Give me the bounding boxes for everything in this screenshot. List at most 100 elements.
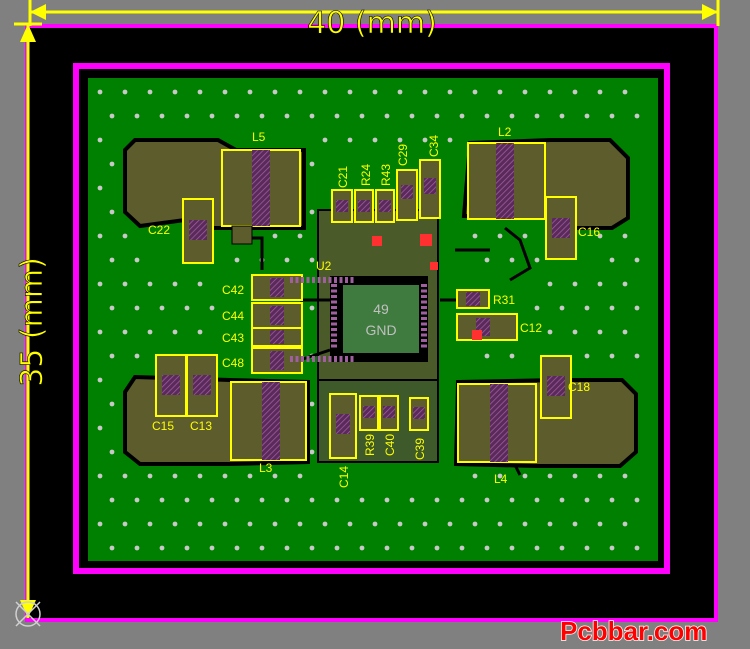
via bbox=[259, 113, 265, 119]
via bbox=[159, 497, 165, 503]
via bbox=[322, 137, 328, 143]
via bbox=[147, 281, 153, 287]
via bbox=[147, 521, 153, 527]
via bbox=[559, 305, 565, 311]
via bbox=[584, 497, 590, 503]
via bbox=[134, 497, 140, 503]
label-R31: R31 bbox=[493, 293, 515, 307]
ic-pin bbox=[312, 356, 315, 362]
via bbox=[197, 89, 203, 95]
via bbox=[409, 545, 415, 551]
ic-pin bbox=[331, 339, 337, 342]
ic-pin bbox=[421, 344, 427, 348]
part-C42 bbox=[251, 274, 303, 301]
ic-pin bbox=[290, 356, 293, 362]
via bbox=[97, 377, 103, 383]
via bbox=[609, 257, 615, 263]
via bbox=[109, 353, 115, 359]
via bbox=[384, 497, 390, 503]
via bbox=[434, 497, 440, 503]
ic-pin bbox=[295, 356, 299, 362]
via bbox=[609, 545, 615, 551]
via bbox=[534, 545, 540, 551]
via bbox=[447, 137, 453, 143]
part-C21 bbox=[331, 189, 353, 223]
label-C21: C21 bbox=[336, 166, 350, 188]
via bbox=[622, 89, 628, 95]
inductor-L3 bbox=[230, 381, 307, 461]
via bbox=[109, 161, 115, 167]
via bbox=[459, 113, 465, 119]
via bbox=[222, 473, 228, 479]
via bbox=[97, 473, 103, 479]
via bbox=[534, 113, 540, 119]
via bbox=[384, 545, 390, 551]
part-R39 bbox=[359, 395, 379, 431]
via bbox=[97, 89, 103, 95]
via bbox=[559, 113, 565, 119]
ic-pin bbox=[334, 277, 337, 283]
via bbox=[122, 473, 128, 479]
via bbox=[97, 521, 103, 527]
via bbox=[197, 473, 203, 479]
ic-pin bbox=[323, 277, 326, 283]
via bbox=[247, 89, 253, 95]
watermark: Pcbbar.com bbox=[560, 616, 707, 645]
via bbox=[222, 89, 228, 95]
via bbox=[497, 89, 503, 95]
part-C12 bbox=[456, 313, 518, 341]
via bbox=[534, 257, 540, 263]
via bbox=[509, 257, 515, 263]
via bbox=[597, 89, 603, 95]
label-C48: C48 bbox=[222, 356, 244, 370]
ic-pin bbox=[339, 356, 343, 362]
label-C15: C15 bbox=[152, 419, 174, 433]
via bbox=[497, 473, 503, 479]
via bbox=[134, 257, 140, 263]
ic-pin bbox=[328, 356, 332, 362]
via bbox=[297, 89, 303, 95]
ic-pin bbox=[331, 333, 337, 337]
ic-pin bbox=[421, 317, 427, 320]
ic-pad-number: 49 bbox=[373, 301, 389, 317]
ic-pin bbox=[331, 306, 337, 309]
ic-pin bbox=[323, 356, 326, 362]
via bbox=[522, 233, 528, 239]
via bbox=[184, 497, 190, 503]
via bbox=[447, 89, 453, 95]
ic-pin bbox=[350, 277, 354, 283]
via bbox=[109, 257, 115, 263]
via bbox=[472, 473, 478, 479]
via bbox=[97, 185, 103, 191]
via bbox=[247, 521, 253, 527]
via bbox=[172, 329, 178, 335]
via bbox=[184, 545, 190, 551]
ic-pin bbox=[345, 277, 348, 283]
via bbox=[309, 161, 315, 167]
via bbox=[434, 113, 440, 119]
via bbox=[634, 497, 640, 503]
via bbox=[597, 329, 603, 335]
via bbox=[609, 113, 615, 119]
via bbox=[334, 545, 340, 551]
ic-pin bbox=[301, 356, 304, 362]
part-C34 bbox=[419, 159, 441, 219]
via bbox=[509, 353, 515, 359]
ic-pin bbox=[421, 311, 427, 315]
via bbox=[334, 497, 340, 503]
via bbox=[109, 401, 115, 407]
label-R24: R24 bbox=[359, 164, 373, 186]
label-C13: C13 bbox=[190, 419, 212, 433]
via bbox=[347, 89, 353, 95]
ic-pin bbox=[301, 277, 304, 283]
via bbox=[584, 353, 590, 359]
via bbox=[547, 89, 553, 95]
via bbox=[347, 521, 353, 527]
via bbox=[184, 113, 190, 119]
via bbox=[597, 521, 603, 527]
part-C22 bbox=[182, 198, 214, 264]
via bbox=[634, 353, 640, 359]
via bbox=[309, 305, 315, 311]
via bbox=[184, 305, 190, 311]
via bbox=[622, 329, 628, 335]
